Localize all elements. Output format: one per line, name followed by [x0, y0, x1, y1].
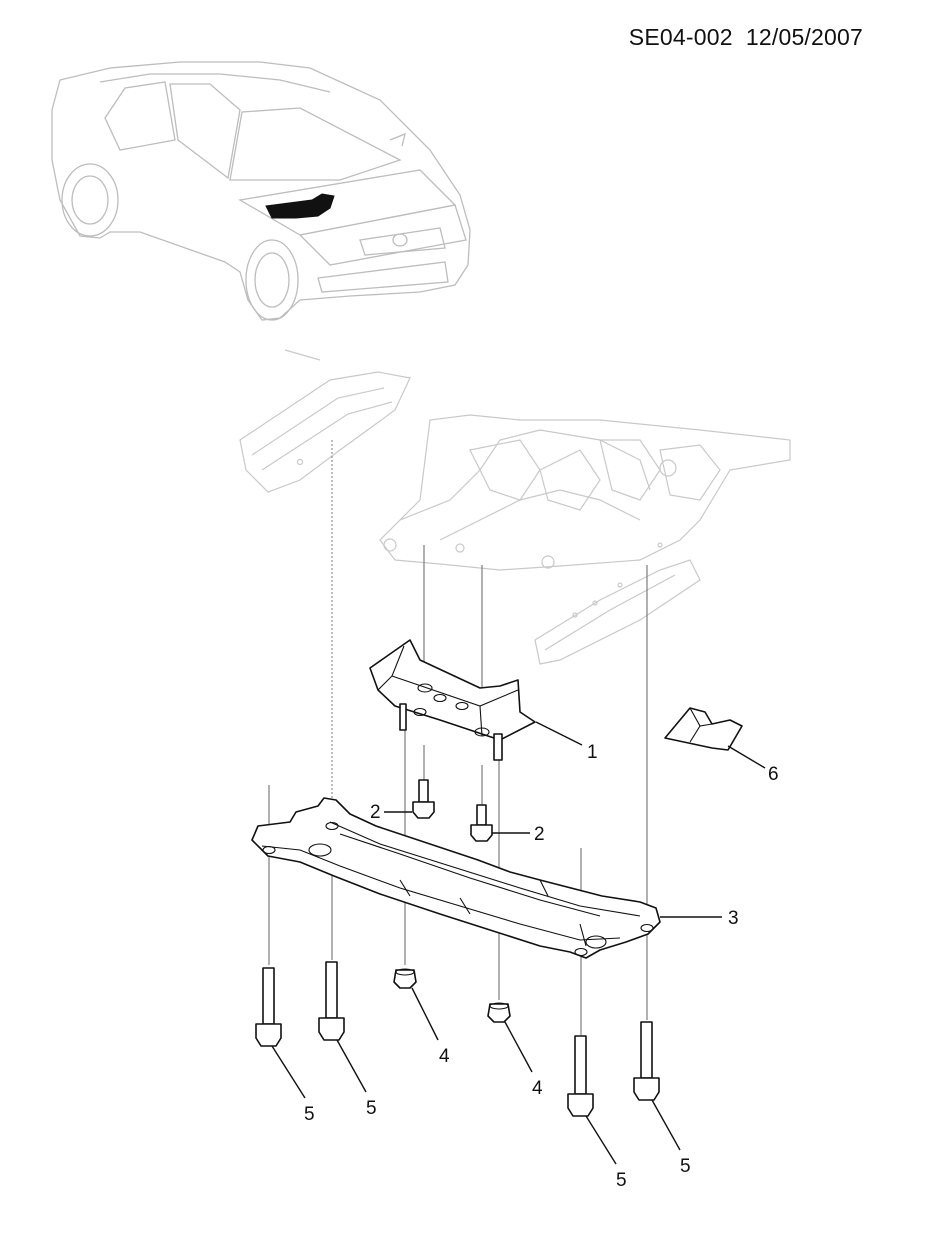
diagram-code: SE04-002 [628, 24, 733, 50]
ghost-body-rail [239, 349, 411, 493]
bolt-5-d[interactable] [633, 1021, 660, 1101]
highlighted-area-marker [265, 193, 335, 219]
transmission-crossmember[interactable] [251, 797, 661, 959]
ghost-transmission [379, 414, 791, 665]
callout-1: 1 [587, 742, 598, 763]
callout-labels: 1 2 2 3 4 4 5 5 5 5 6 [304, 742, 779, 1191]
alignment-axes [268, 440, 648, 1035]
leader-lines [271, 721, 766, 1165]
callout-6: 6 [768, 764, 779, 785]
bolt-2-right[interactable] [470, 804, 493, 842]
bolt-2-left[interactable] [412, 779, 435, 819]
callout-5-b: 5 [366, 1098, 377, 1119]
callout-2-left: 2 [370, 802, 381, 823]
vehicle-locator-illustration [51, 61, 471, 321]
callout-2-right: 2 [534, 824, 545, 845]
transmission-mount-bracket[interactable] [369, 639, 536, 761]
callout-4-right: 4 [532, 1078, 543, 1099]
callout-5-d: 5 [680, 1156, 691, 1177]
diagram-reference: SE04-002 12/05/2007 [629, 24, 863, 51]
bolt-5-a[interactable] [255, 967, 282, 1047]
diagram-date: 12/05/2007 [745, 24, 863, 50]
nut-4-right[interactable] [487, 1002, 511, 1023]
callout-3: 3 [728, 908, 739, 929]
bolt-5-b[interactable] [318, 961, 345, 1041]
callout-4-left: 4 [439, 1046, 450, 1067]
callout-5-c: 5 [616, 1170, 627, 1191]
callout-5-a: 5 [304, 1104, 315, 1125]
insulator-pad-6[interactable] [664, 707, 743, 751]
nut-4-left[interactable] [393, 968, 417, 989]
bolt-5-c[interactable] [567, 1035, 594, 1117]
